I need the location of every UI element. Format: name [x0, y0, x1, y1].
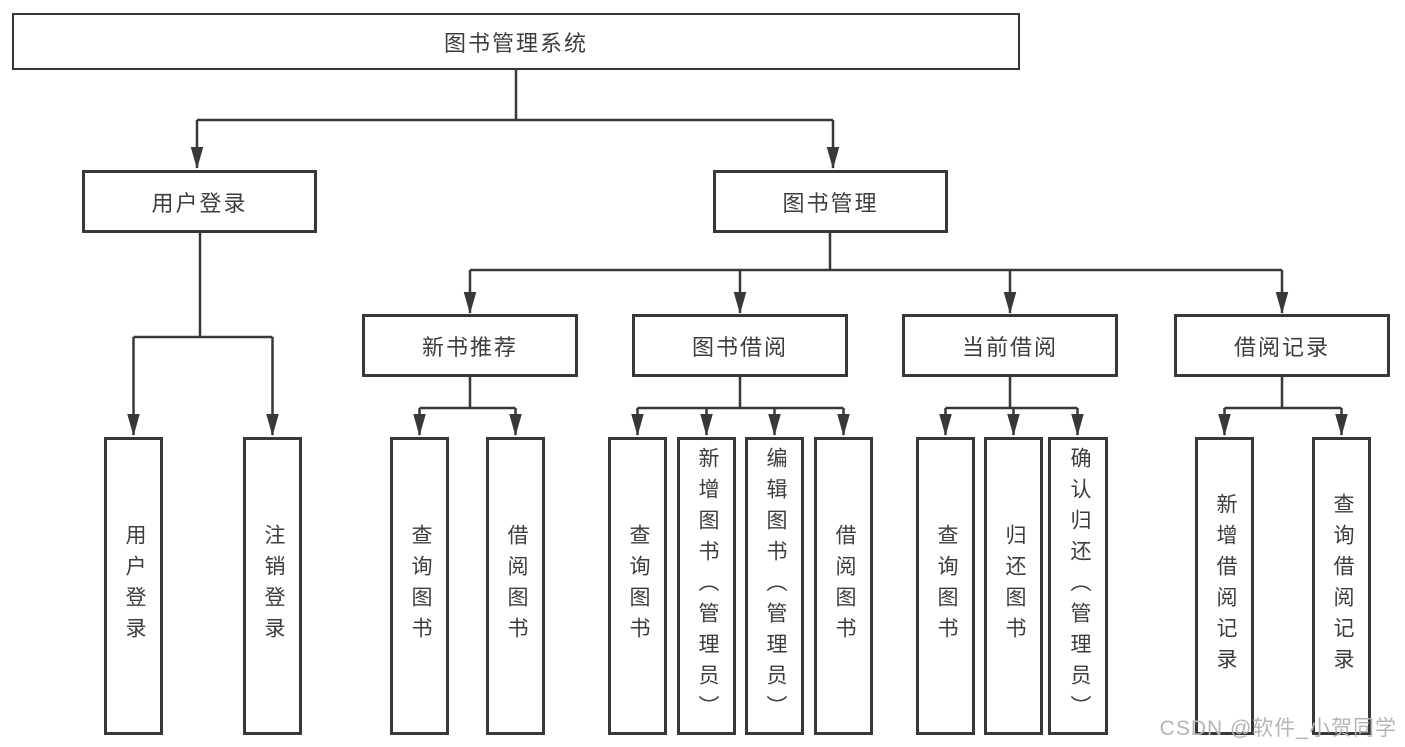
- node-user-login: 用户登录: [82, 170, 317, 233]
- node-library-management-system: 图书管理系统: [12, 13, 1020, 70]
- node-borrowing-records: 借阅记录: [1174, 314, 1390, 377]
- leaf-add-borrow-record: 新增借阅记录: [1195, 437, 1254, 735]
- leaf-user-login: 用户登录: [104, 437, 163, 735]
- leaf-query-books-current: 查询图书: [916, 437, 975, 735]
- node-book-management: 图书管理: [713, 170, 948, 233]
- leaf-confirm-return-admin: 确认归还（管理员）: [1048, 437, 1108, 735]
- leaf-logout: 注销登录: [243, 437, 302, 735]
- leaf-borrow-books: 借阅图书: [814, 437, 873, 735]
- csdn-watermark: CSDN @软件_小贺同学: [1159, 717, 1397, 740]
- node-new-book-recommendation: 新书推荐: [362, 314, 578, 377]
- leaf-edit-books-admin: 编辑图书（管理员）: [745, 437, 804, 735]
- leaf-add-books-admin: 新增图书（管理员）: [677, 437, 736, 735]
- leaf-return-books: 归还图书: [984, 437, 1043, 735]
- node-book-borrowing: 图书借阅: [632, 314, 848, 377]
- leaf-query-borrow-record: 查询借阅记录: [1312, 437, 1371, 735]
- leaf-query-books-borrow: 查询图书: [608, 437, 667, 735]
- node-current-borrowing: 当前借阅: [902, 314, 1118, 377]
- leaf-query-books-newbook: 查询图书: [390, 437, 449, 735]
- leaf-borrow-books-newbook: 借阅图书: [486, 437, 545, 735]
